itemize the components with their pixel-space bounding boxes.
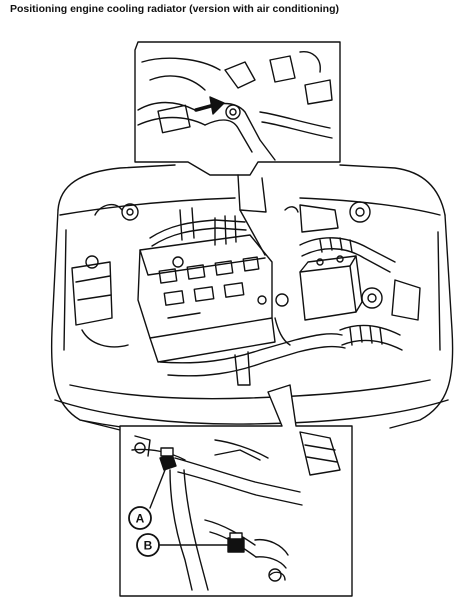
lower-detail-inset xyxy=(119,384,353,597)
engine-cylinder-head xyxy=(137,234,276,363)
detail-leader-upper xyxy=(237,174,267,256)
page-title: Positioning engine cooling radiator (ver… xyxy=(10,3,340,15)
battery xyxy=(299,255,363,321)
callout-b-label: B xyxy=(144,539,153,553)
fitting-b xyxy=(227,532,245,553)
callout-a-label: A xyxy=(136,512,145,526)
right-suspension-tower xyxy=(284,201,371,233)
lower-radiator-hose xyxy=(159,293,346,386)
coolant-reservoir xyxy=(71,255,129,348)
callout-a: A xyxy=(128,506,152,530)
upper-detail-inset xyxy=(134,41,341,176)
intake-manifold xyxy=(94,203,247,247)
callout-a-leader xyxy=(149,469,166,509)
air-intake-hose xyxy=(299,237,421,351)
bleed-screw-a xyxy=(159,447,177,471)
callout-b: B xyxy=(136,533,160,557)
